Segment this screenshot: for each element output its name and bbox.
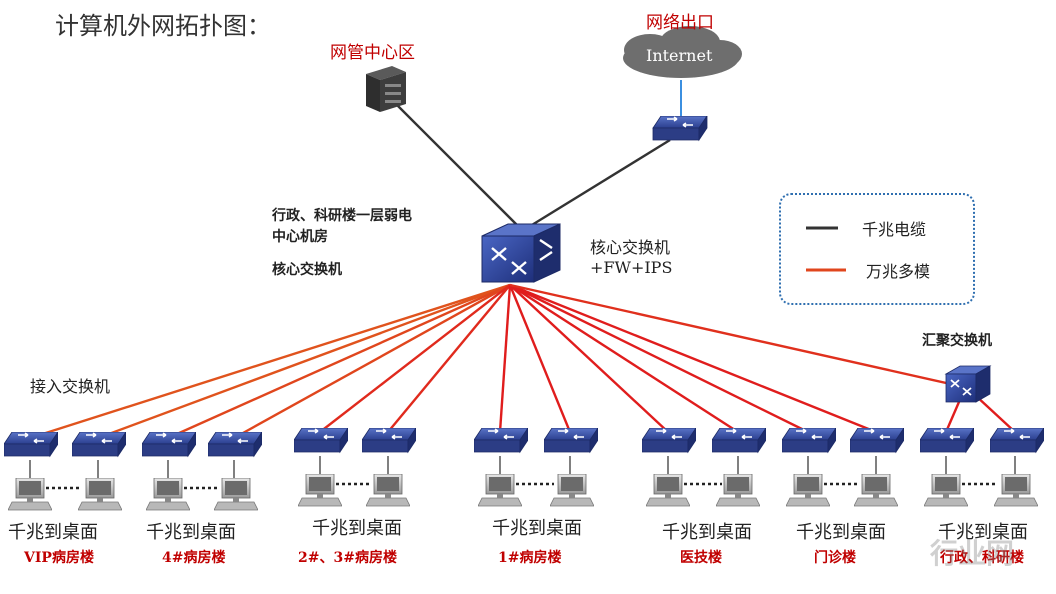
pc-icon xyxy=(646,474,690,507)
exit-core-link xyxy=(526,138,671,230)
access-switch-icon xyxy=(4,432,58,457)
core-switch-sublabel: +FW+IPS xyxy=(590,258,673,277)
access-switches xyxy=(4,428,1044,457)
internet-cloud-icon xyxy=(623,26,742,78)
link-out-b xyxy=(509,283,877,434)
building-label: 4#病房楼 xyxy=(162,550,226,566)
link-agg-b xyxy=(974,394,1016,433)
mgmt-core-link xyxy=(394,102,521,229)
access-switch-icon xyxy=(474,428,528,453)
pc-ellipsis-group xyxy=(46,482,998,490)
page-title: 计算机外网拓扑图： xyxy=(55,12,271,40)
exit-switch-icon xyxy=(652,116,708,141)
building-label: VIP病房楼 xyxy=(24,550,94,566)
legend-gigabit-label: 千兆电缆 xyxy=(862,220,927,239)
building-label: 医技楼 xyxy=(680,550,722,566)
pc-icon xyxy=(366,474,410,507)
desk-label: 千兆到桌面 xyxy=(662,522,752,543)
access-switch-icon xyxy=(642,428,696,453)
desk-label: 千兆到桌面 xyxy=(938,522,1028,543)
pc-icon xyxy=(854,474,898,507)
link-core-agg xyxy=(509,283,956,387)
building-label: 行政、科研楼 xyxy=(940,550,1024,566)
link-out-a xyxy=(509,283,809,434)
pc-icon xyxy=(550,474,594,507)
access-switch-label: 接入交换机 xyxy=(30,377,111,396)
link-23-b xyxy=(387,284,511,433)
mgmt-center-label: 网管中心区 xyxy=(330,43,415,63)
legend xyxy=(779,193,975,305)
pc-icon xyxy=(78,478,122,511)
building-label: 门诊楼 xyxy=(814,550,856,566)
access-switch-icon xyxy=(920,428,974,453)
mgmt-server-icon xyxy=(366,66,406,112)
core-switch-label: 核心交换机 xyxy=(590,238,671,257)
link-1-a xyxy=(498,284,512,433)
desk-label: 千兆到桌面 xyxy=(146,522,236,543)
link-med-b xyxy=(509,283,739,434)
desk-label: 千兆到桌面 xyxy=(796,522,886,543)
pc-icon xyxy=(298,474,342,507)
access-switch-icon xyxy=(208,432,262,457)
link-1-b xyxy=(508,284,572,433)
pc-icon xyxy=(994,474,1038,507)
link-23-a xyxy=(319,284,511,433)
core-room-line-3: 核心交换机 xyxy=(272,262,342,278)
link-4-b xyxy=(233,283,511,440)
access-switch-icon xyxy=(72,432,126,457)
core-switch-icon xyxy=(481,223,561,283)
access-switch-icon xyxy=(142,432,196,457)
link-4-a xyxy=(167,283,511,440)
pc-icon xyxy=(8,478,52,511)
ten-gig-links xyxy=(29,283,1016,440)
core-room-line-1: 行政、科研楼一层弱电 xyxy=(272,208,412,224)
access-switch-icon xyxy=(544,428,598,453)
link-vip-b xyxy=(97,283,511,440)
link-vip-a xyxy=(29,283,511,440)
core-room-line-2: 中心机房 xyxy=(272,229,328,245)
pc-icon xyxy=(786,474,830,507)
access-pc-links xyxy=(29,456,1016,478)
pc-icon xyxy=(146,478,190,511)
agg-switch-icon xyxy=(944,365,992,403)
desk-label: 千兆到桌面 xyxy=(492,518,582,539)
watermark: 行业网 xyxy=(930,537,1015,570)
access-switch-icon xyxy=(362,428,416,453)
pc-icon xyxy=(716,474,760,507)
desk-label: 千兆到桌面 xyxy=(8,522,98,543)
access-switch-icon xyxy=(782,428,836,453)
pc-icon xyxy=(214,478,258,511)
access-switch-icon xyxy=(294,428,348,453)
pc-icon xyxy=(924,474,968,507)
network-exit-label: 网络出口 xyxy=(646,13,714,33)
link-med-a xyxy=(509,284,669,433)
internet-label: Internet xyxy=(646,46,713,65)
building-label: 1#病房楼 xyxy=(498,550,562,566)
agg-switch-label: 汇聚交换机 xyxy=(922,333,992,349)
building-label: 2#、3#病房楼 xyxy=(298,550,397,566)
legend-tengig-label: 万兆多模 xyxy=(866,262,931,281)
access-switch-icon xyxy=(712,428,766,453)
access-switch-icon xyxy=(990,428,1044,453)
desktop-pcs xyxy=(8,474,1038,511)
access-switch-icon xyxy=(850,428,904,453)
desk-label: 千兆到桌面 xyxy=(312,518,402,539)
pc-icon xyxy=(478,474,522,507)
